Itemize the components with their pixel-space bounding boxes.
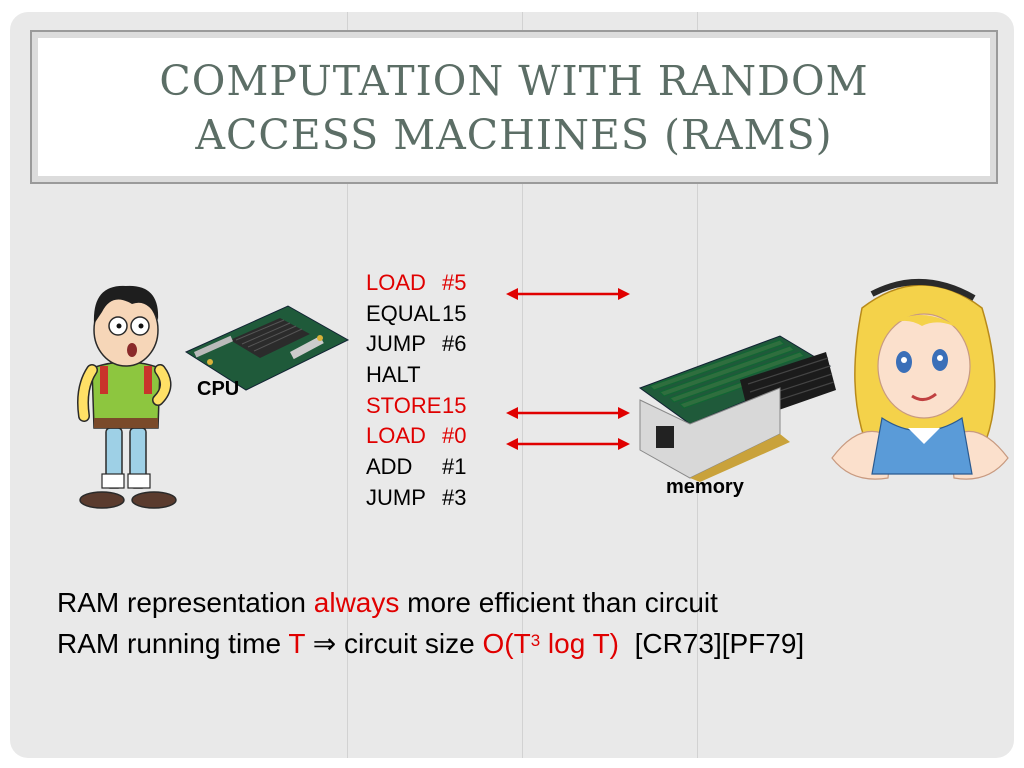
opcode: JUMP xyxy=(366,484,426,510)
grid-line xyxy=(522,12,523,758)
operand: #0 xyxy=(442,423,467,449)
program-line: HALT xyxy=(366,360,466,391)
program-listing: LOAD#5 EQUAL15 JUMP#6 HALT STORE15 LOAD#… xyxy=(366,268,466,514)
footer-text: RAM representation always more efficient… xyxy=(57,582,804,664)
opcode: STORE xyxy=(366,392,442,418)
double-arrow-icon xyxy=(506,407,630,419)
operand: #1 xyxy=(442,454,467,480)
double-arrow-icon xyxy=(506,438,630,450)
operand: #3 xyxy=(442,484,467,510)
operand: #5 xyxy=(442,270,467,295)
program-line: EQUAL15 xyxy=(366,299,466,330)
program-line: STORE15 xyxy=(366,391,466,422)
cartoon-boy-icon xyxy=(77,285,177,509)
opcode: LOAD xyxy=(366,270,426,295)
cartoon-girl-icon xyxy=(831,278,1009,480)
title-line-1: COMPUTATION WITH RANDOM xyxy=(159,57,869,105)
program-line: LOAD #0 xyxy=(366,421,466,452)
opcode: LOAD xyxy=(366,423,426,449)
cpu-label: CPU xyxy=(197,378,240,400)
opcode: ADD xyxy=(366,454,413,480)
operand: #6 xyxy=(442,331,467,357)
footer-complexity: O(T3 log T) xyxy=(482,628,619,659)
footer-highlight: O(T xyxy=(482,628,531,659)
footer-text-segment: RAM running time xyxy=(57,628,289,659)
footer-line-1: RAM representation always more efficient… xyxy=(57,582,804,623)
footer-highlight: log T) xyxy=(540,628,620,659)
footer-text-segment: RAM representation xyxy=(57,587,314,618)
opcode: JUMP xyxy=(366,331,426,357)
grid-line xyxy=(347,12,348,758)
program-line: LOAD #5 xyxy=(366,268,466,299)
operand: 15 xyxy=(442,300,467,326)
footer-references: [CR73][PF79] xyxy=(619,628,805,659)
title-line-2: ACCESS MACHINES (RAMS) xyxy=(195,111,833,159)
opcode: HALT xyxy=(366,362,421,388)
double-arrow-icon xyxy=(506,288,630,300)
footer-highlight: always xyxy=(313,587,400,618)
footer-text-segment: more efficient than circuit xyxy=(399,587,718,618)
program-line: JUMP #3 xyxy=(366,483,466,514)
opcode: EQUAL xyxy=(366,300,441,326)
operand: 15 xyxy=(442,392,467,418)
title-box: COMPUTATION WITH RANDOM ACCESS MACHINES … xyxy=(30,30,998,184)
footer-text-segment: ⇒ circuit size xyxy=(304,628,483,659)
program-line: ADD #1 xyxy=(366,452,466,483)
slide: COMPUTATION WITH RANDOM ACCESS MACHINES … xyxy=(10,12,1014,758)
footer-exponent: 3 xyxy=(530,631,541,650)
memory-card-icon xyxy=(638,335,836,482)
slide-title: COMPUTATION WITH RANDOM ACCESS MACHINES … xyxy=(32,54,996,162)
memory-label: memory xyxy=(666,476,744,498)
cpu-board-icon xyxy=(184,305,350,391)
footer-highlight: T xyxy=(288,628,305,659)
footer-line-2: RAM running time T ⇒ circuit size O(T3 l… xyxy=(57,623,804,664)
program-line: JUMP #6 xyxy=(366,329,466,360)
